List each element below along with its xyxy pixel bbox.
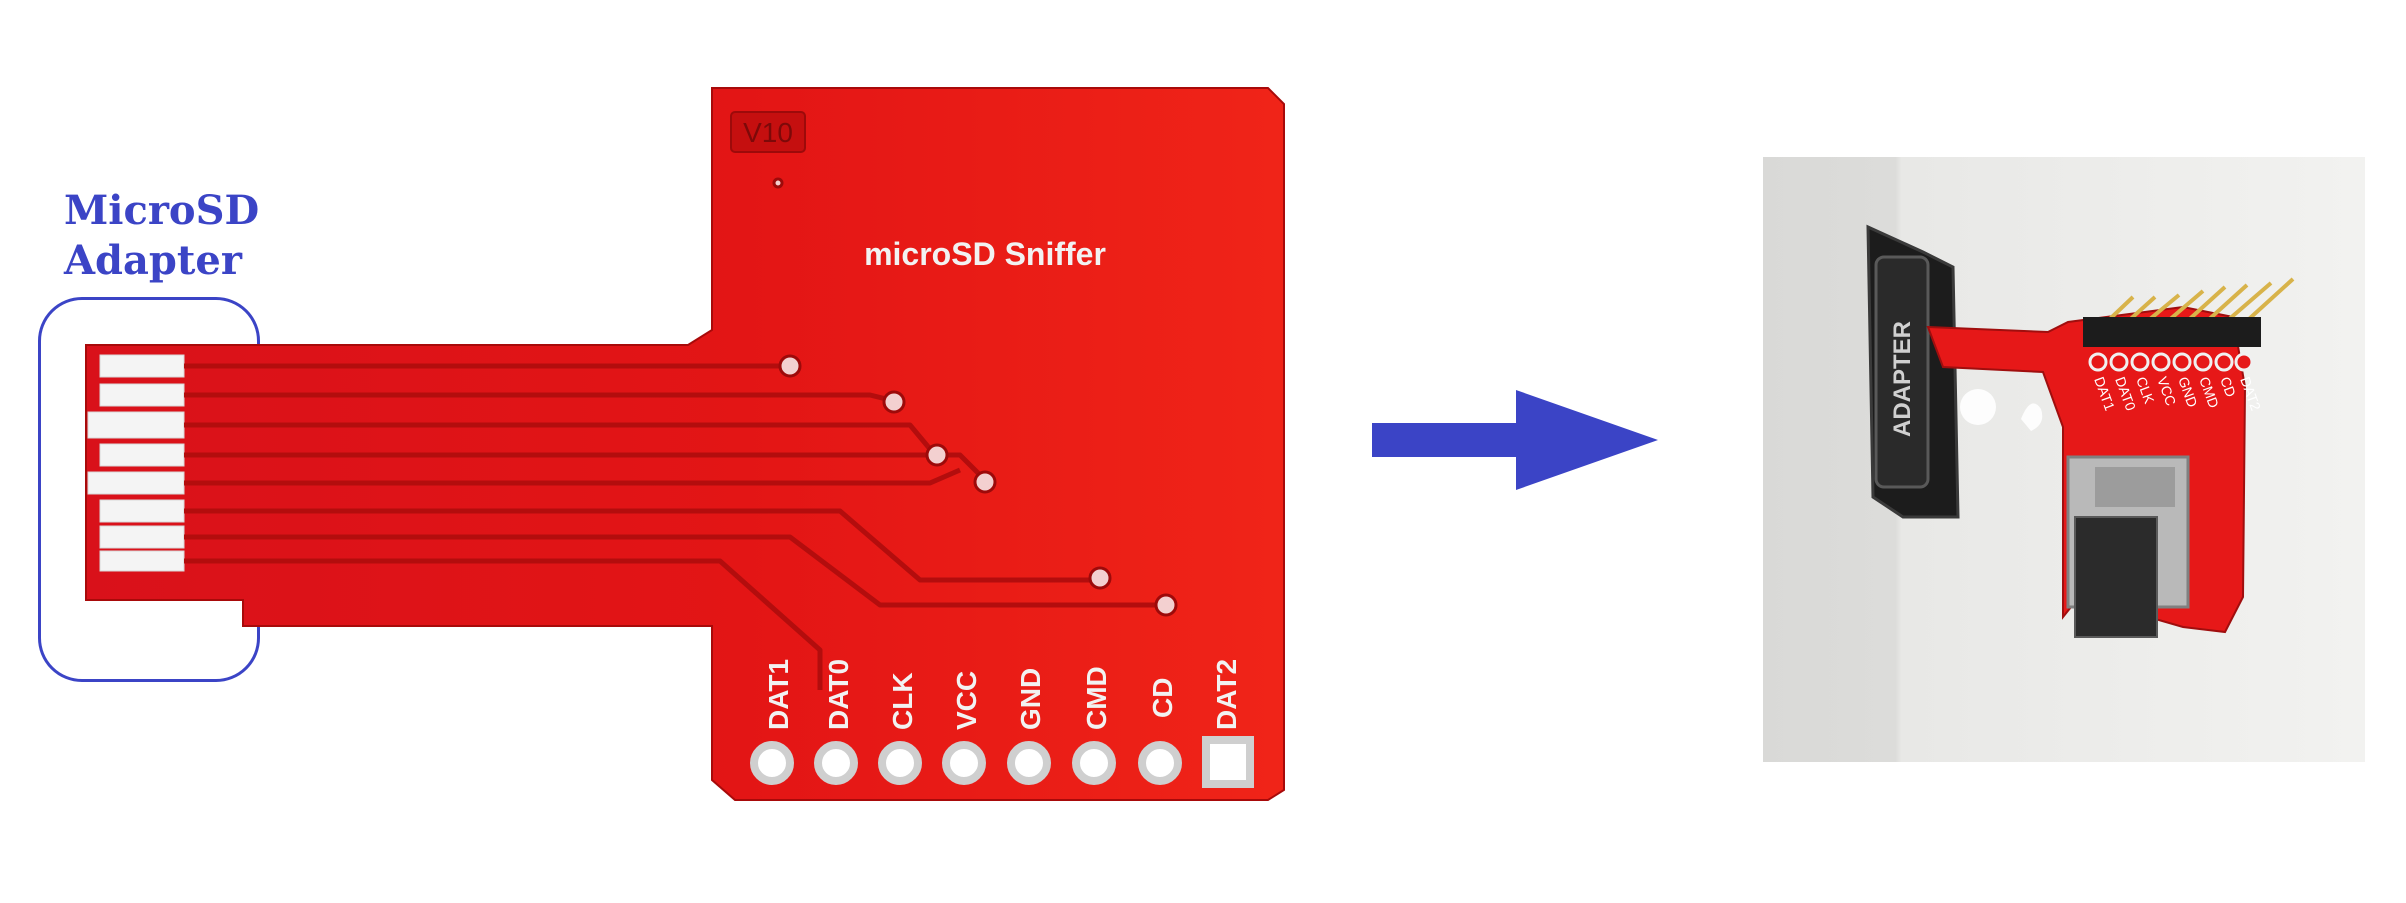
pin-label-dat2: DAT2 [1211,659,1242,730]
label-line-1: MicroSD [64,187,260,234]
version-label: V10 [743,117,793,148]
pcb-traces [184,363,1165,690]
pin-label-cd: CD [1147,678,1178,718]
microsd-adapter-label: MicroSD Adapter [64,186,304,286]
pin-label-cmd: CMD [1081,666,1112,730]
adapter-contacts [87,354,185,572]
pin-labels: DAT1 DAT0 CLK VCC GND CMD CD DAT2 [763,659,1242,730]
product-photo: ADAPTER DAT1 DAT0 CLK [1763,157,2365,762]
board-shape [85,87,1285,801]
microsd-card [2074,516,2158,638]
pin-label-dat0: DAT0 [823,659,854,730]
board-name-label: microSD Sniffer [864,236,1106,272]
photo-pin-cd: CD [2217,375,2239,399]
label-line-2: Adapter [64,237,242,284]
pin-label-gnd: GND [1015,668,1046,730]
header-pads [750,736,1254,788]
pin-label-dat1: DAT1 [763,659,794,730]
pcb-board: V10 microSD Sniffer DAT1 DAT0 CLK VCC GN… [85,87,1285,801]
pin-label-clk: CLK [887,672,918,730]
version-badge [730,111,806,153]
arrow-right-icon [1372,390,1658,490]
adapter-print: ADAPTER [1889,321,1916,437]
pin-label-vcc: VCC [951,671,982,730]
vias [772,177,1178,617]
installed-sniffer-illustration: ADAPTER DAT1 DAT0 CLK [1866,224,2295,638]
